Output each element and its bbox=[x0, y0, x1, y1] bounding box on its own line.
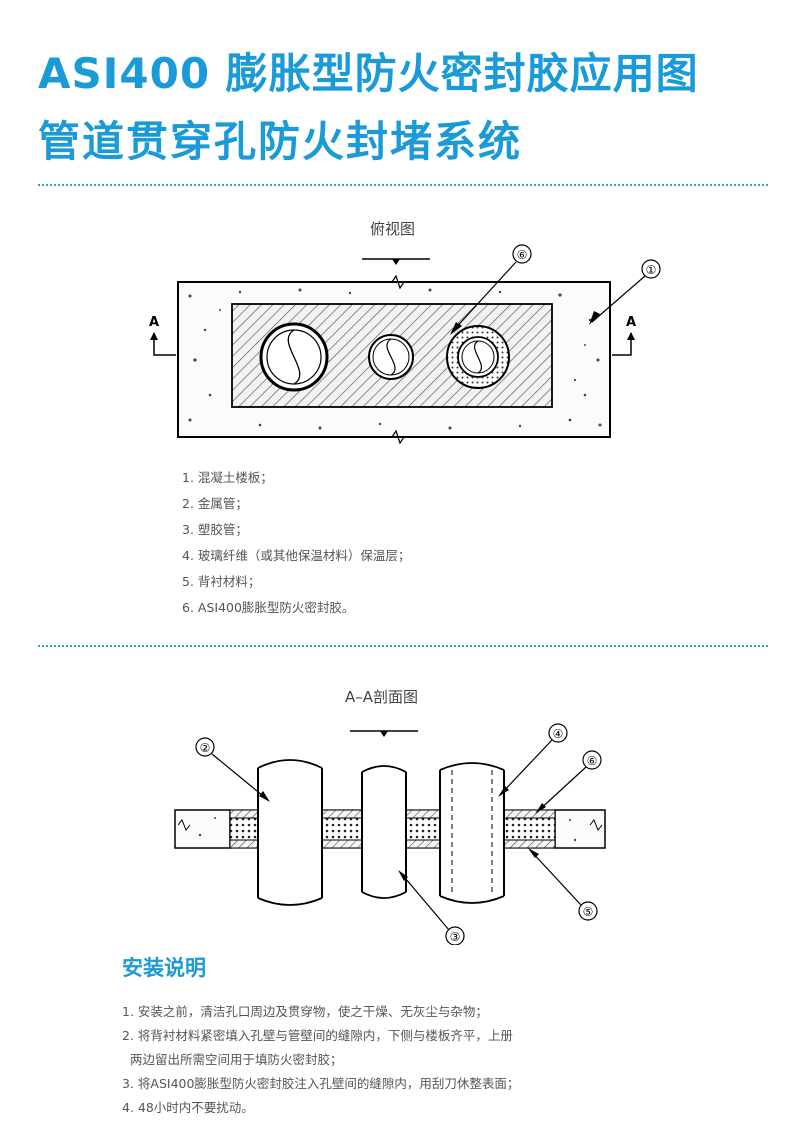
divider-middle bbox=[38, 645, 768, 647]
svg-text:②: ② bbox=[200, 741, 211, 755]
concrete-aggregate bbox=[188, 288, 602, 430]
install-step: 两边留出所需空间用于填防火密封胶； bbox=[130, 1052, 343, 1067]
legend-item: 4. 玻璃纤维（或其他保温材料）保温层； bbox=[182, 548, 411, 563]
svg-text:⑥: ⑥ bbox=[587, 754, 598, 768]
legend-item: 1. 混凝土楼板； bbox=[182, 470, 273, 485]
legend-item: 2. 金属管； bbox=[182, 496, 248, 511]
section-plastic-pipe bbox=[362, 768, 406, 896]
top-view-label: 俯视图 bbox=[370, 220, 416, 238]
section-mark-right: A bbox=[612, 315, 636, 356]
svg-text:④: ④ bbox=[553, 727, 564, 741]
legend-item: 5. 背衬材料； bbox=[182, 574, 261, 589]
install-heading: 安装说明 bbox=[122, 956, 206, 980]
install-step: 3. 将ASI400膨胀型防火密封胶注入孔壁间的缝隙内，用刮刀休整表面； bbox=[122, 1076, 520, 1091]
top-view-diagram: A A ⑥ ① bbox=[149, 244, 661, 445]
section-view-label: A–A剖面图 bbox=[345, 688, 419, 706]
callout-6-top: ⑥ bbox=[450, 244, 532, 335]
title-line-2: 管道贯穿孔防火封堵系统 bbox=[38, 117, 523, 166]
callout-6-section: ⑥ bbox=[535, 750, 602, 814]
callout-2: ② bbox=[195, 737, 270, 802]
section-metal-pipe bbox=[258, 762, 322, 902]
callout-4: ④ bbox=[498, 723, 568, 797]
divider-top bbox=[38, 184, 768, 186]
install-step: 2. 将背衬材料紧密填入孔壁与管壁间的缝隙内，下侧与楼板齐平，上册 bbox=[122, 1028, 513, 1043]
section-view-diagram: ② ④ ⑥ ⑤ ③ bbox=[174, 723, 606, 945]
component-legend: 1. 混凝土楼板； 2. 金属管； 3. 塑胶管； 4. 玻璃纤维（或其他保温材… bbox=[182, 465, 410, 621]
svg-text:⑥: ⑥ bbox=[517, 248, 528, 262]
svg-text:A: A bbox=[626, 315, 636, 330]
callout-3: ③ bbox=[398, 870, 465, 945]
slab-left bbox=[174, 809, 231, 849]
section-insulated-pipe bbox=[440, 764, 504, 900]
title-line-1: ASI400 膨胀型防火密封胶应用图 bbox=[38, 49, 699, 98]
view-direction-arrow bbox=[392, 259, 400, 265]
svg-text:A: A bbox=[149, 315, 159, 330]
install-steps: 1. 安装之前，清洁孔口周边及贯穿物，使之干燥、无灰尘与杂物； 2. 将背衬材料… bbox=[122, 1000, 519, 1120]
slab-right bbox=[554, 809, 606, 849]
svg-text:⑤: ⑤ bbox=[583, 905, 594, 919]
section-mark-left: A bbox=[149, 315, 176, 356]
legend-item: 3. 塑胶管； bbox=[182, 522, 248, 537]
legend-item: 6. ASI400膨胀型防火密封胶。 bbox=[182, 600, 355, 615]
svg-text:③: ③ bbox=[450, 930, 461, 944]
svg-text:①: ① bbox=[646, 263, 657, 277]
install-step: 4. 48小时内不要扰动。 bbox=[122, 1100, 254, 1115]
callout-5: ⑤ bbox=[528, 848, 598, 921]
callout-1-top: ① bbox=[589, 259, 661, 325]
install-step: 1. 安装之前，清洁孔口周边及贯穿物，使之干燥、无灰尘与杂物； bbox=[122, 1004, 488, 1019]
